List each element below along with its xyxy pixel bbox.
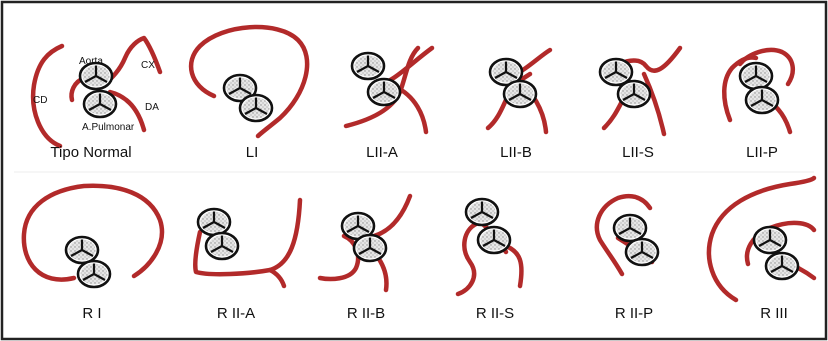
panel-label-lii-a: LII-A: [366, 144, 398, 161]
label-da: DA: [145, 102, 159, 113]
label-cd: CD: [33, 95, 47, 106]
label-aorta: Aorta: [79, 56, 103, 67]
panel-label-rii-a: R II-A: [217, 305, 255, 322]
panel-label-riii: R III: [760, 305, 788, 322]
panel-label-rii-b: R II-B: [347, 305, 385, 322]
panel-label-normal: Tipo Normal: [50, 144, 131, 161]
panel-label-lii-p: LII-P: [746, 144, 778, 161]
label-pulmonary: A.Pulmonar: [82, 122, 135, 133]
panel-label-rii-s: R II-S: [476, 305, 514, 322]
panel-label-rii-p: R II-P: [615, 305, 653, 322]
panel-label-lii-b: LII-B: [500, 144, 532, 161]
label-cx: CX: [141, 60, 155, 71]
pulmonary-valve: [84, 91, 116, 117]
panel-label-lii-s: LII-S: [622, 144, 654, 161]
panel-label-li: LI: [246, 144, 259, 161]
panel-label-ri: R I: [82, 305, 101, 322]
